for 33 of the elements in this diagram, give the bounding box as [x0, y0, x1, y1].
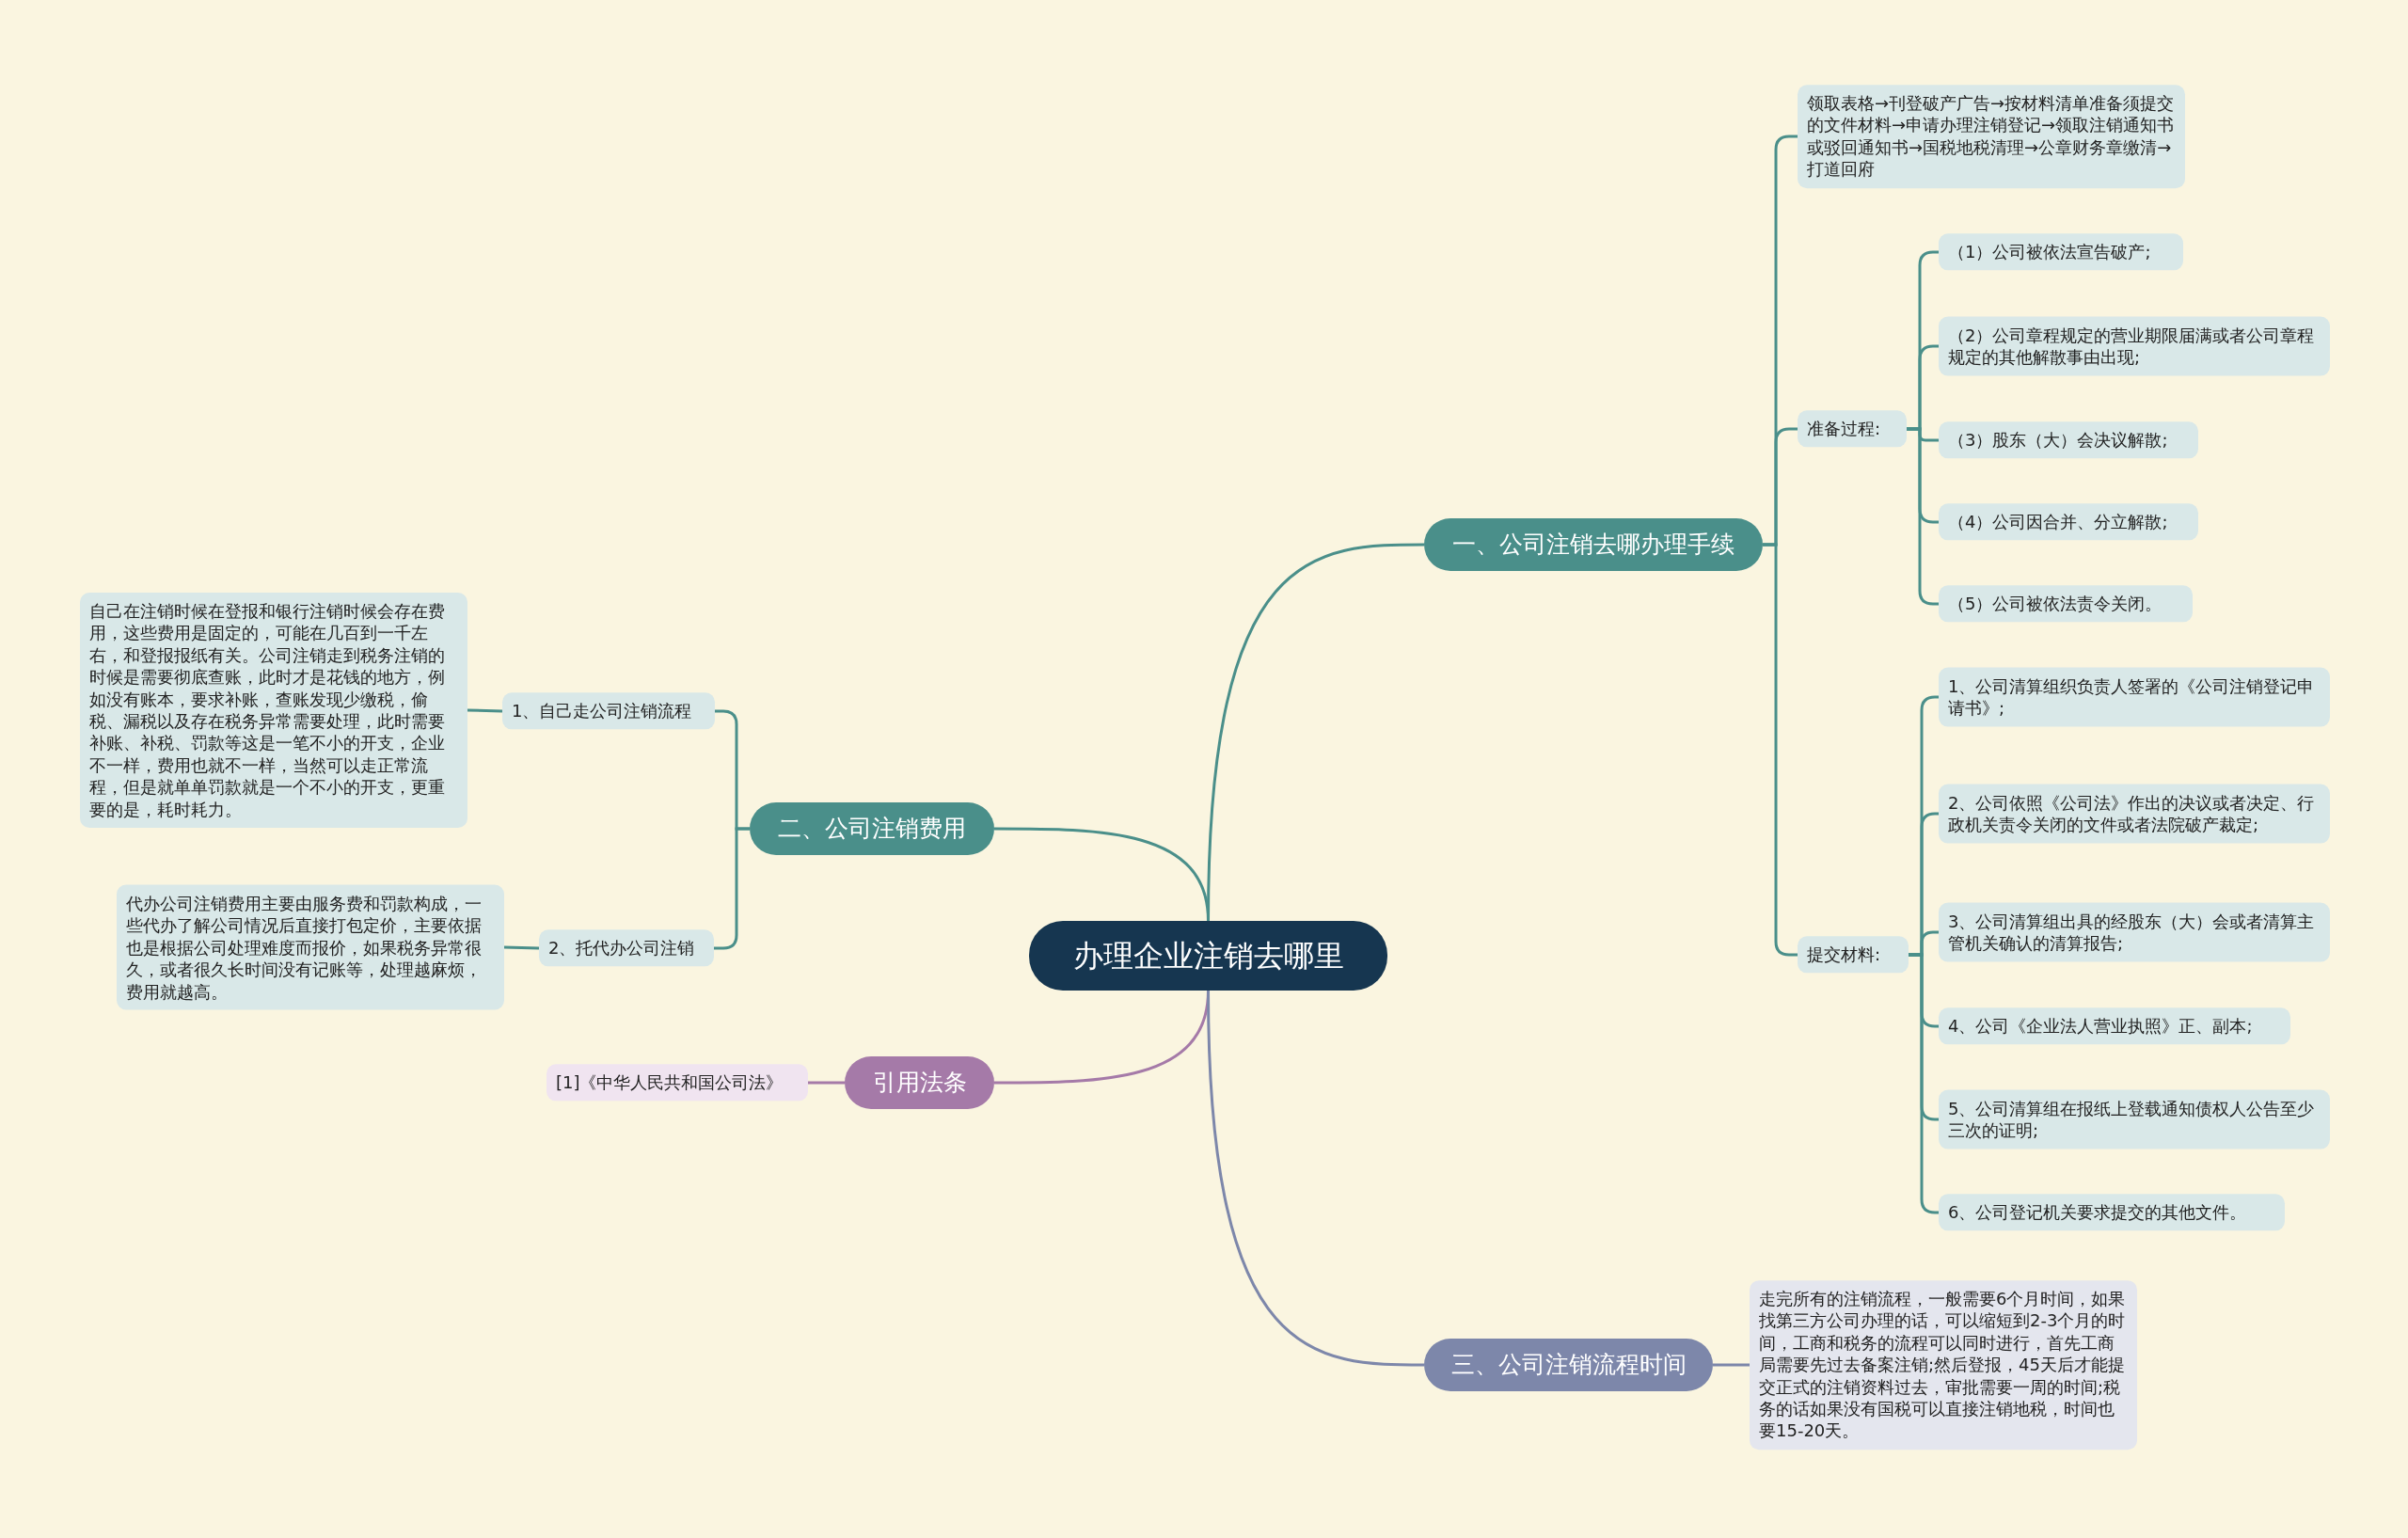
branch-topic: 二、公司注销费用: [750, 802, 994, 855]
topic-box: 走完所有的注销流程，一般需要6个月时间，如果找第三方公司办理的话，可以缩短到2-3个月的时间，工商和税务的流程可以同时进行，首先工商局需要先过去备案注销;然后登报，45天后才能提交正式的注销资料过去，审批需要一周的时间;税务的话如果没有国税可以直接注销地税，时间也要15-20天。: [1750, 1280, 2137, 1450]
branch-topic: 三、公司注销流程时间: [1424, 1339, 1713, 1391]
topic-box: 自己在注销时候在登报和银行注销时候会存在费用，这些费用是固定的，可能在几百到一千左右，和登报报纸有关。公司注销走到税务注销的时候是需要彻底查账，此时才是花钱的地方，例如没有账本，要求补账，查账发现少缴税，偷税、漏税以及存在税务异常需要处理，此时需要补账、补税、罚款等这是一笔不小的开支，企业不一样，费用也就不一样，当然可以走正常流程，但是就单单罚款就是一个不小的开支，更重要的是，耗时耗力。: [80, 593, 467, 828]
connector-line: [1207, 990, 1424, 1367]
central-topic: 办理企业注销去哪里: [1029, 921, 1387, 991]
topic-box: 6、公司登记机关要求提交的其他文件。: [1939, 1194, 2285, 1231]
topic-box: 4、公司《企业法人营业执照》正、副本;: [1939, 1007, 2290, 1045]
topic-box: 1、公司清算组织负责人签署的《公司注销登记申请书》;: [1939, 667, 2330, 727]
topic-box: 2、公司依照《公司法》作出的决议或者决定、行政机关责令关闭的文件或者法院破产裁定;: [1939, 784, 2330, 844]
topic-box: （5）公司被依法责令关闭。: [1939, 585, 2193, 623]
topic-box: 5、公司清算组在报纸上登载通知债权人公告至少三次的证明;: [1939, 1089, 2330, 1150]
topic-box: 2、托代办公司注销: [539, 929, 714, 967]
branch-topic: 一、公司注销去哪办理手续: [1424, 518, 1763, 571]
topic-box: 代办公司注销费用主要由服务费和罚款构成，一些代办了解公司情况后直接打包定价，主要依据也是根据公司处理难度而报价，如果税务异常很久，或者很久长时间没有记账等，处理越麻烦，费用就越高。: [117, 884, 504, 1010]
connector-line: [1763, 543, 1798, 957]
connector-line: [714, 827, 750, 950]
topic-box: （1）公司被依法宣告破产;: [1939, 233, 2183, 271]
topic-box: 提交材料:: [1798, 936, 1909, 974]
connector-line: [503, 945, 540, 950]
topic-box: 准备过程:: [1798, 410, 1907, 448]
topic-box: [1]《中华人民共和国公司法》: [547, 1064, 808, 1102]
topic-box: （3）股东（大）会决议解散;: [1939, 421, 2198, 459]
connector-line: [808, 1081, 845, 1085]
topic-box: （2）公司章程规定的营业期限届满或者公司章程规定的其他解散事由出现;: [1939, 316, 2330, 376]
branch-topic: 引用法条: [845, 1056, 994, 1109]
topic-box: （4）公司因合并、分立解散;: [1939, 503, 2198, 541]
topic-box: 3、公司清算组出具的经股东（大）会或者清算主管机关确认的清算报告;: [1939, 902, 2330, 962]
connector-line: [467, 708, 503, 713]
topic-box: 1、自己走公司注销流程: [502, 692, 715, 730]
connector-line: [1713, 1363, 1750, 1367]
connector-line: [994, 827, 1210, 922]
topic-box: 领取表格→刊登破产广告→按材料清单准备须提交的文件材料→申请办理注销登记→领取注销通知书或驳回通知书→国税地税清理→公章财务章缴清→打道回府: [1798, 85, 2185, 188]
